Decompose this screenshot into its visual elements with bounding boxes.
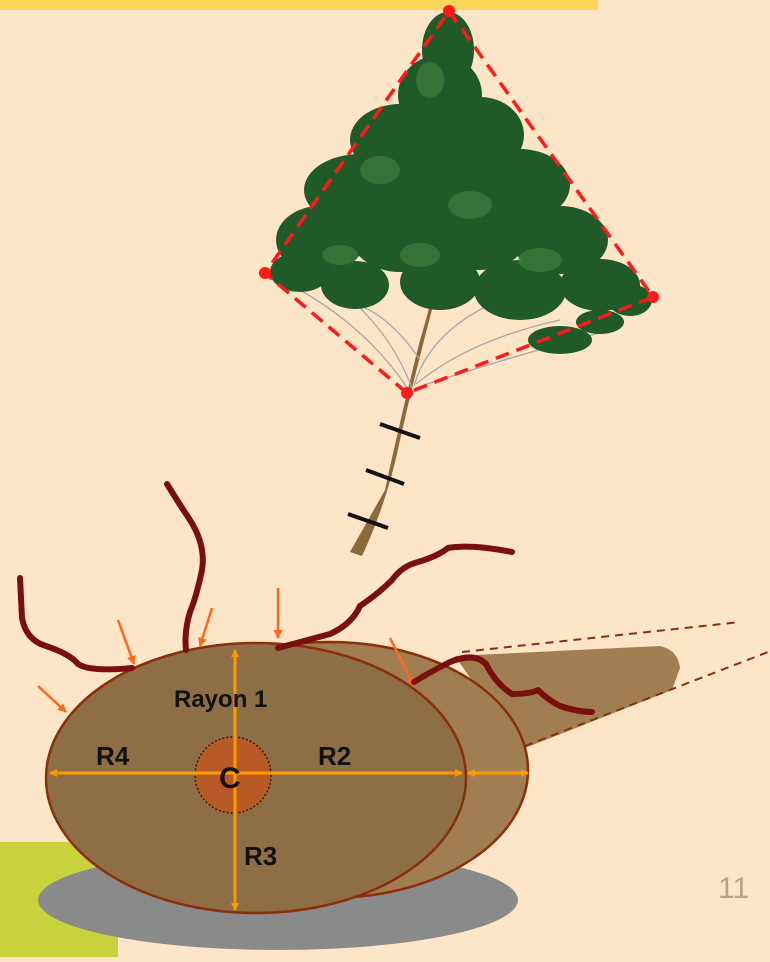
crown-point-right — [647, 291, 659, 303]
log-extension-top — [462, 622, 740, 652]
label-r3: R3 — [244, 841, 277, 871]
page-number: 11 — [718, 872, 749, 906]
label-center: C — [219, 762, 241, 795]
label-r2: R2 — [318, 741, 351, 771]
label-rayon-1: Rayon 1 — [174, 686, 267, 713]
pointer-arrow-1 — [38, 686, 66, 712]
root-center — [167, 484, 203, 650]
crown-point-top — [443, 5, 455, 17]
young-tree — [259, 5, 659, 556]
root-left — [20, 578, 132, 669]
pointer-arrow-3 — [200, 608, 212, 646]
root-top — [278, 547, 512, 648]
pointer-arrow-2 — [118, 620, 134, 664]
label-r4: R4 — [96, 741, 130, 771]
crown-point-bottom — [401, 387, 413, 399]
top-bar — [0, 0, 598, 10]
trunk-mark-2 — [366, 470, 404, 484]
crown-point-left — [259, 267, 271, 279]
